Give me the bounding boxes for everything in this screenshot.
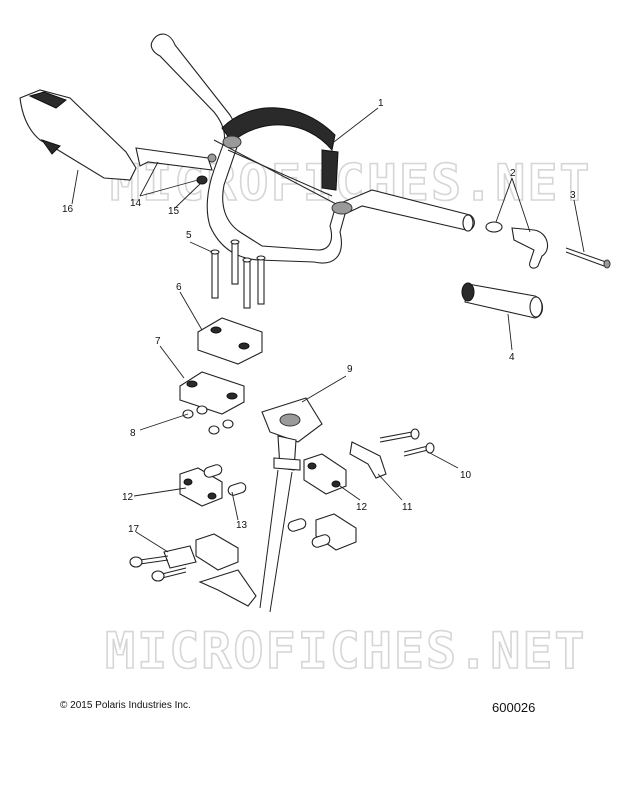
callout-16: 16 [62, 204, 74, 215]
grip [461, 282, 544, 319]
callout-3: 3 [570, 190, 576, 201]
clip [196, 175, 208, 185]
upper-clamp [197, 317, 263, 365]
spacers [203, 464, 331, 548]
callout-2: 2 [510, 168, 516, 179]
lever-assembly [485, 221, 549, 269]
callout-7: 7 [155, 336, 161, 347]
callout-labels: 1 2 3 4 5 6 7 8 9 10 11 12 12 13 14 15 1… [62, 98, 576, 535]
bracket [349, 441, 387, 479]
brush-guard [135, 147, 217, 171]
callout-8: 8 [130, 428, 136, 439]
callout-6: 6 [176, 282, 182, 293]
watermark-bottom: MICROFICHES.NET [105, 622, 587, 680]
callout-5: 5 [186, 230, 192, 241]
callout-9: 9 [347, 364, 353, 375]
bolts-pair [379, 428, 435, 457]
pin [565, 247, 607, 263]
riser-lower-left [195, 533, 239, 571]
riser-right [303, 453, 347, 495]
callout-4: 4 [509, 352, 515, 363]
callout-14: 14 [130, 198, 142, 209]
hand-guard [19, 89, 137, 181]
callout-10: 10 [460, 470, 472, 481]
riser-left [179, 467, 223, 507]
mount-hardware [129, 545, 197, 582]
callout-12-left: 12 [122, 492, 134, 503]
copyright-text: © 2015 Polaris Industries Inc. [60, 700, 191, 711]
callout-13: 13 [236, 520, 248, 531]
leader-lines [71, 107, 585, 553]
lower-clamp [179, 371, 245, 415]
callout-11: 11 [402, 502, 413, 513]
callout-12-right: 12 [356, 502, 368, 513]
handlebar [150, 33, 475, 264]
callout-15: 15 [168, 206, 180, 217]
diagram-id: 600026 [492, 700, 535, 715]
steering-post [198, 397, 323, 613]
callout-17: 17 [128, 524, 140, 535]
callout-1: 1 [378, 98, 384, 109]
